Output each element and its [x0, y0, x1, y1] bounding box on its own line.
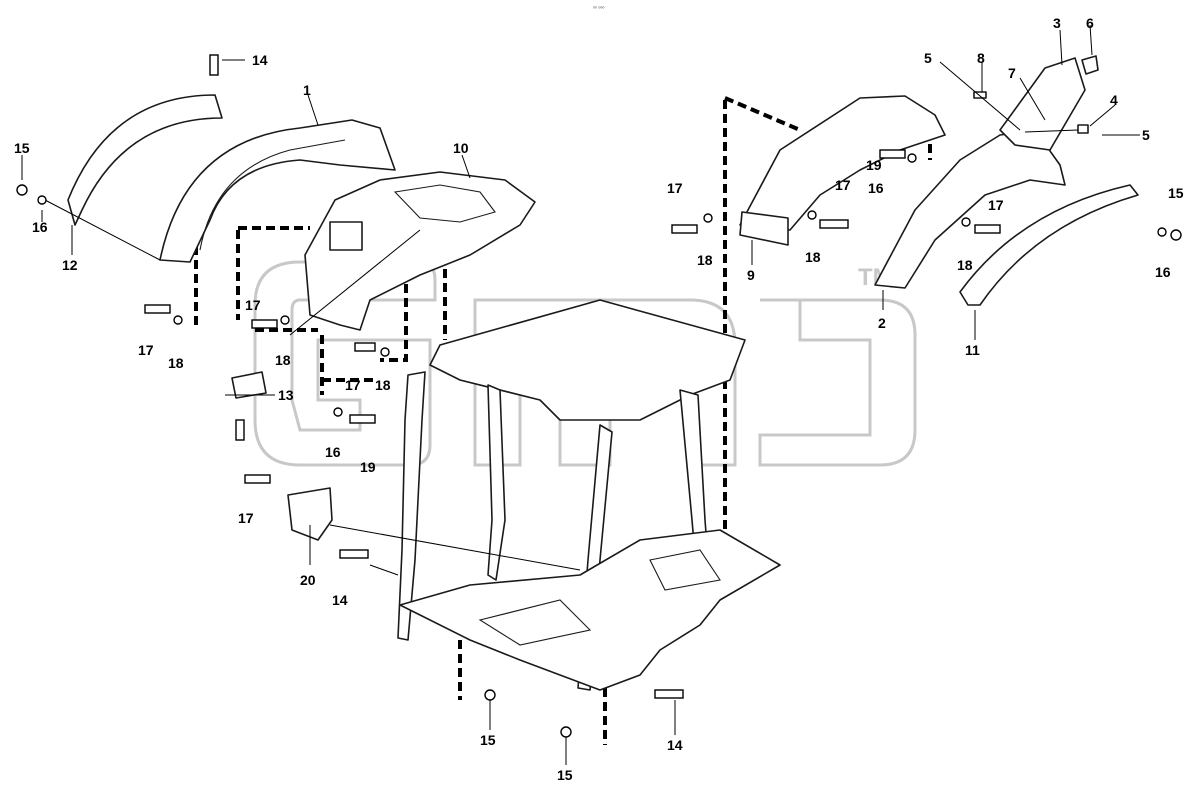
callout-16a: 16	[32, 219, 48, 235]
washer-icon	[280, 315, 290, 325]
cab-front-left-post	[397, 371, 426, 641]
bolt-icon	[209, 54, 219, 76]
right-fender-extension	[959, 184, 1139, 306]
callout-15c: 15	[480, 732, 496, 748]
callout-18e: 18	[805, 249, 821, 265]
cab-floor-platform	[399, 529, 781, 691]
callout-3: 3	[1053, 15, 1061, 31]
fender-mudflap	[739, 211, 789, 246]
washer-icon	[907, 153, 917, 163]
callout-14c: 14	[667, 737, 683, 753]
bolt-icon	[974, 224, 1001, 234]
center-console-cover	[304, 171, 536, 331]
bolt-icon	[251, 319, 278, 329]
fasteners	[16, 54, 1182, 738]
callout-16b: 16	[325, 444, 341, 460]
callout-9: 9	[747, 267, 755, 283]
bolt-icon	[819, 219, 849, 229]
bolt-icon	[339, 549, 369, 559]
washer-icon	[333, 407, 343, 417]
lower-side-bracket	[287, 487, 333, 541]
callout-2: 2	[878, 315, 886, 331]
callout-17f: 17	[835, 177, 851, 193]
right-inner-fender	[739, 95, 946, 231]
left-fender-extension	[67, 94, 223, 226]
bolt-icon	[349, 414, 376, 424]
callout-10: 10	[453, 140, 469, 156]
callout-16c: 16	[868, 180, 884, 196]
nut-icon	[484, 689, 496, 701]
callout-15d: 15	[557, 767, 573, 783]
callout-18b: 18	[275, 352, 291, 368]
callout-5b: 5	[1142, 127, 1150, 143]
nut-icon	[560, 726, 572, 738]
callout-14a: 14	[252, 52, 268, 68]
callout-15b: 15	[1168, 185, 1184, 201]
bolt-icon	[654, 689, 684, 699]
callout-12: 12	[62, 257, 78, 273]
right-rear-fender	[874, 129, 1066, 289]
callout-17g: 17	[988, 197, 1004, 213]
bolt-icon	[671, 224, 698, 234]
small-bracket-plate	[231, 371, 267, 399]
callout-18c: 18	[375, 377, 391, 393]
cab-roof-panel	[429, 299, 746, 421]
callout-7: 7	[1008, 65, 1016, 81]
callout-8: 8	[977, 50, 985, 66]
washer-icon	[703, 213, 713, 223]
bolt-icon	[235, 419, 245, 441]
washer-icon	[380, 347, 390, 357]
washer-icon	[807, 210, 817, 220]
callout-4: 4	[1110, 92, 1118, 108]
console-display-window	[329, 221, 363, 251]
callout-17e: 17	[667, 180, 683, 196]
callout-labels: 1 2 3 4 5 5 6 7 8 9 10 11 12 13 14 14 14…	[14, 15, 1184, 783]
fender-console-housing	[999, 57, 1086, 151]
leader-lines	[21, 24, 1140, 765]
nut-icon	[1170, 229, 1182, 241]
callout-18f: 18	[957, 257, 973, 273]
callout-1: 1	[303, 82, 311, 98]
callout-17c: 17	[345, 377, 361, 393]
callout-18d: 18	[697, 252, 713, 268]
cab-rear-left-post	[487, 384, 506, 581]
callout-17a: 17	[138, 342, 154, 358]
washer-icon	[961, 217, 971, 227]
callout-19a: 19	[360, 459, 376, 475]
callout-5a: 5	[924, 50, 932, 66]
callout-11: 11	[965, 342, 980, 358]
callout-18a: 18	[168, 355, 184, 371]
nut-icon	[16, 184, 28, 196]
washer-icon	[1157, 227, 1167, 237]
part-6-cap	[1081, 55, 1099, 75]
washer-icon	[37, 195, 47, 205]
part-8-clip	[973, 91, 987, 99]
callout-6: 6	[1086, 15, 1094, 31]
callout-20: 20	[300, 572, 316, 588]
callout-15a: 15	[14, 140, 30, 156]
bolt-icon	[144, 304, 171, 314]
header-note: ⁰⁰ ⁰⁰⁰	[593, 6, 604, 12]
bolt-icon	[244, 474, 271, 484]
callout-17b: 17	[245, 297, 261, 313]
callout-17d: 17	[238, 510, 254, 526]
left-rear-fender	[159, 119, 396, 263]
callout-13: 13	[278, 387, 294, 403]
bolt-icon	[354, 342, 376, 352]
callout-16d: 16	[1155, 264, 1171, 280]
callout-14b: 14	[332, 592, 348, 608]
callout-19b: 19	[866, 157, 882, 173]
part-4-clip	[1077, 124, 1089, 134]
bolt-icon	[879, 149, 906, 159]
washer-icon	[173, 315, 183, 325]
